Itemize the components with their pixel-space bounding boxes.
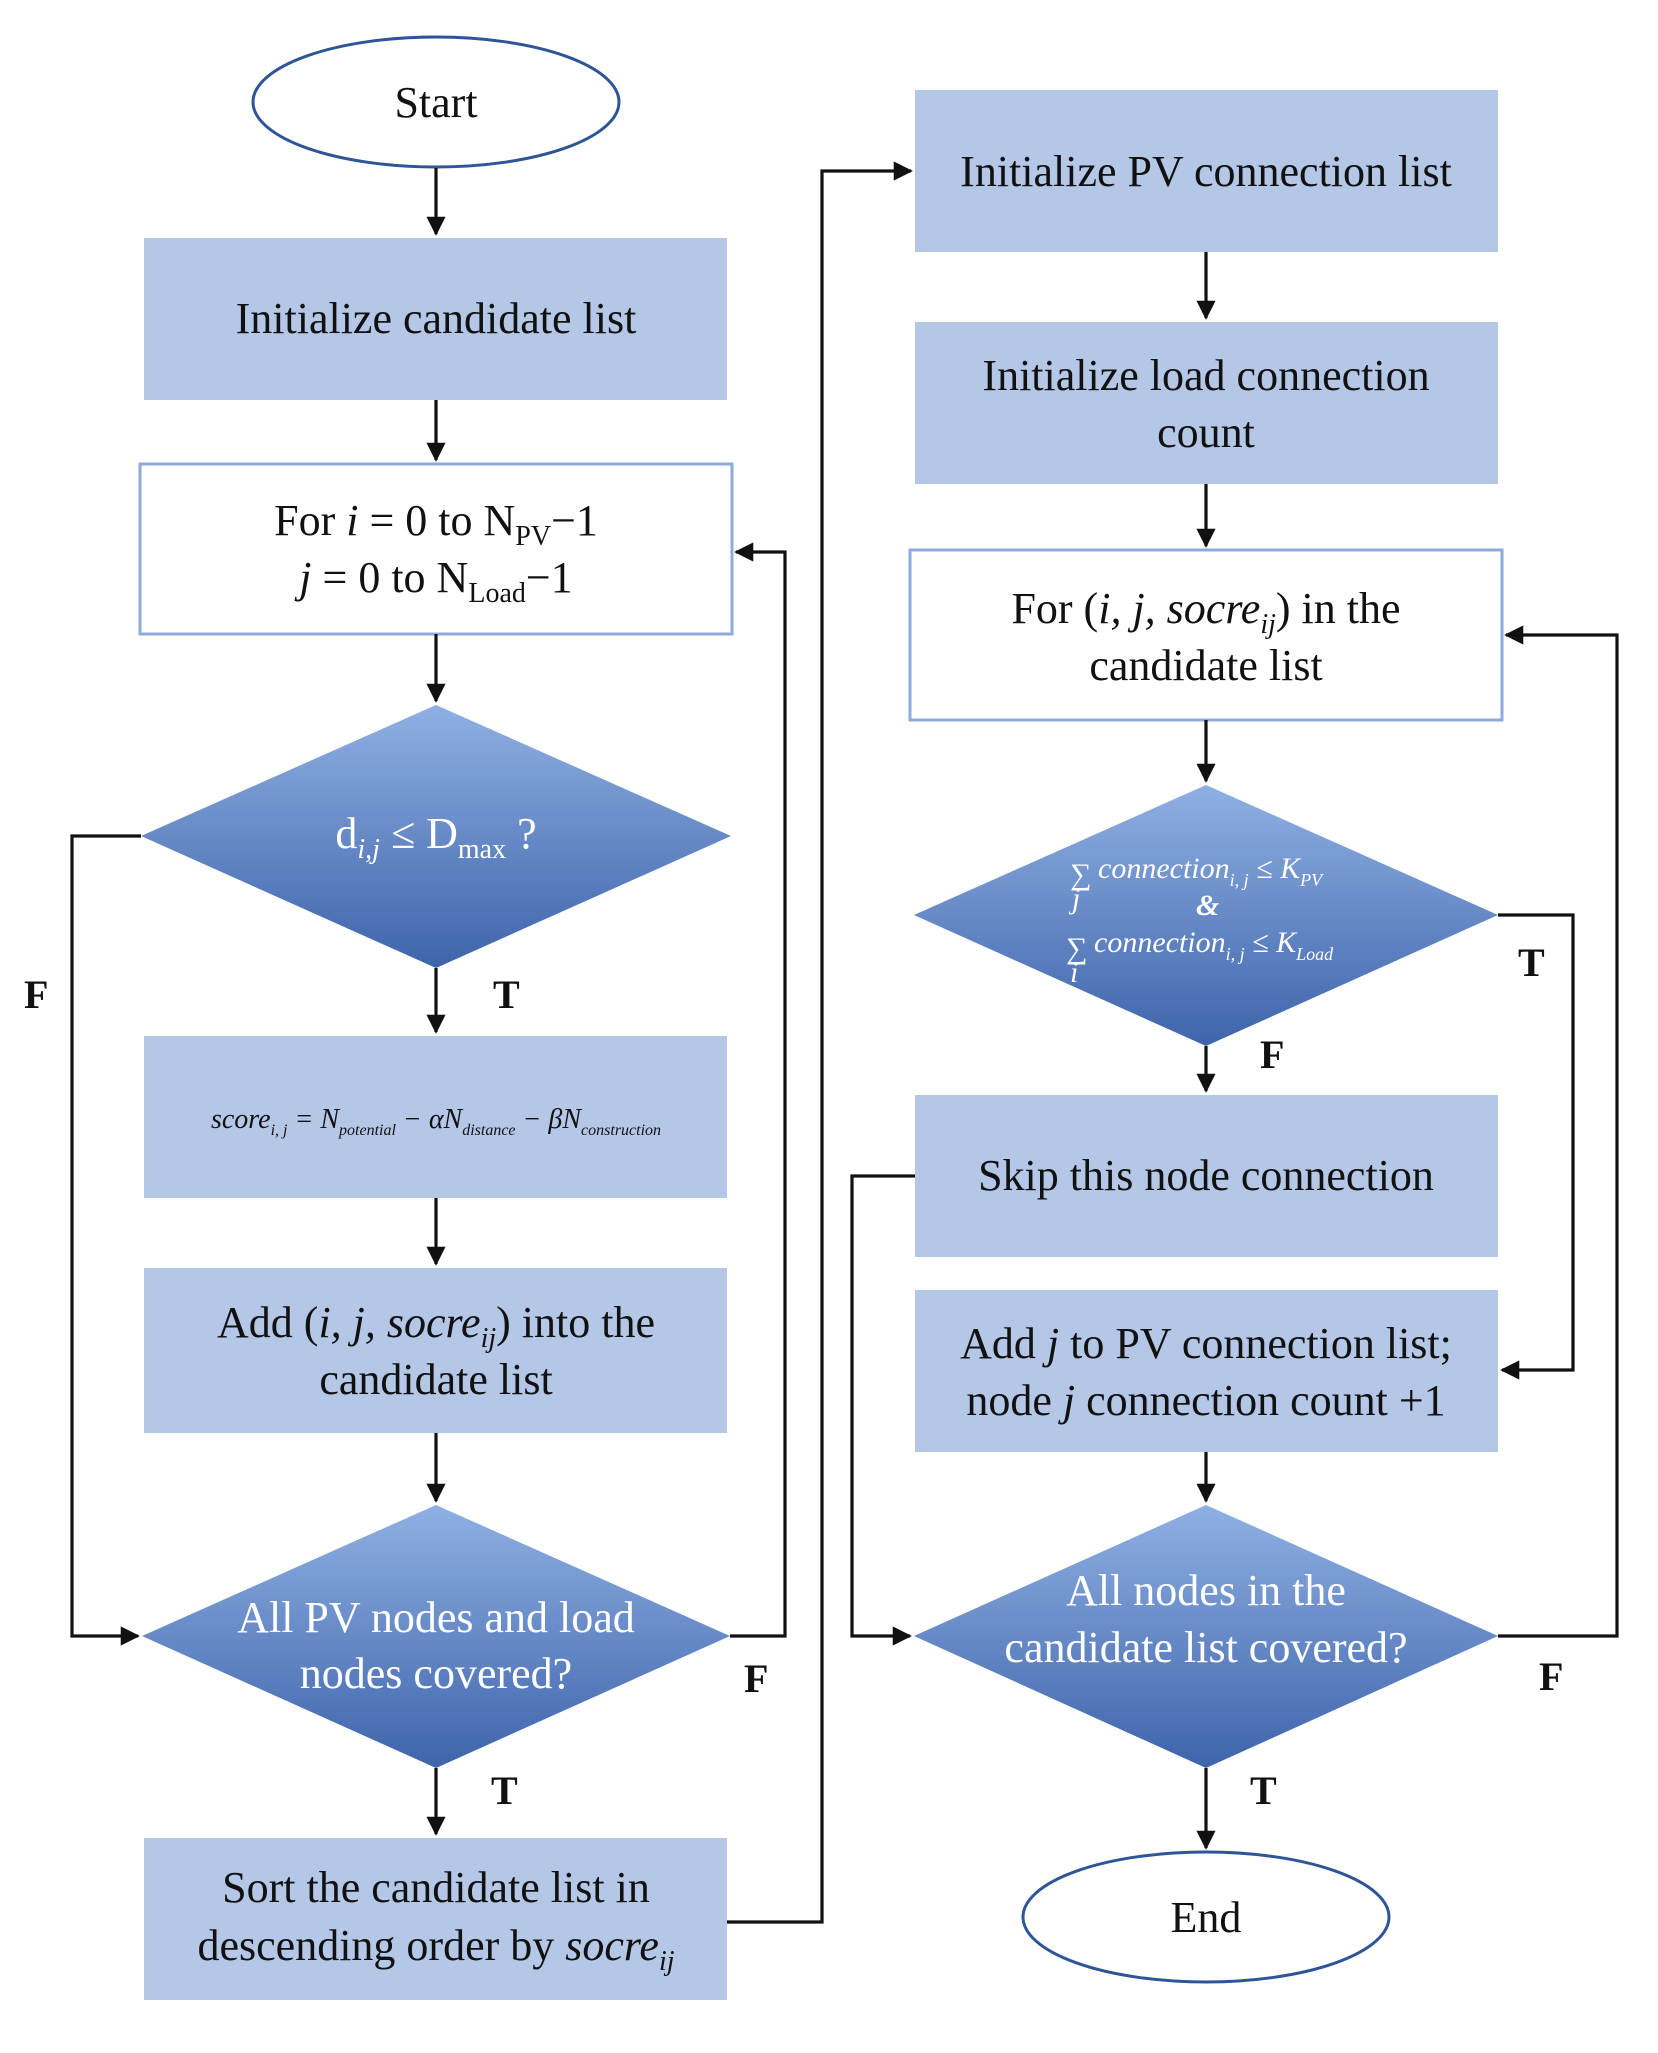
sort-line1: Sort the candidate list in xyxy=(222,1863,650,1912)
constraint-decision: ∑ connectioni, j ≤ KPV j & ∑ connectioni… xyxy=(914,785,1498,1046)
connectors xyxy=(70,161,1619,1924)
init-candidate-label: Initialize candidate list xyxy=(236,294,637,343)
init-load-line1: Initialize load connection xyxy=(982,351,1429,400)
for-loop-line1: For i = 0 to NPV−1 xyxy=(274,496,598,552)
branch-flags: F T F T T F F T xyxy=(24,940,1563,1813)
all-covered-1-line1: All PV nodes and load xyxy=(237,1593,635,1642)
flag-covered2-false: F xyxy=(1539,1654,1563,1699)
for-candidate-box: For (i, j, socreij) in the candidate lis… xyxy=(908,548,1504,722)
sort-box: Sort the candidate list in descending or… xyxy=(144,1838,727,2000)
for-loop-line2: j = 0 to NLoad−1 xyxy=(294,553,572,609)
add-candidate-line1: Add (i, j, socreij) into the xyxy=(217,1298,655,1354)
init-load-box: Initialize load connection count xyxy=(915,322,1498,484)
all-covered-decision-1: All PV nodes and load nodes covered? xyxy=(142,1505,730,1768)
edge-dist-false xyxy=(70,834,141,1646)
edge-skip-covered2 xyxy=(850,1174,915,1646)
constraint-index-1: j xyxy=(1068,882,1080,915)
all-covered-1-line2: nodes covered? xyxy=(300,1649,572,1698)
init-load-line2: count xyxy=(1157,408,1255,457)
start-label: Start xyxy=(394,78,477,127)
edge-covered1-false xyxy=(730,542,787,1638)
edge-covered2-false xyxy=(1498,625,1619,1638)
init-candidate-box: Initialize candidate list xyxy=(144,238,727,400)
flag-dist-true: T xyxy=(493,972,520,1017)
init-pv-label: Initialize PV connection list xyxy=(960,147,1452,196)
init-pv-box: Initialize PV connection list xyxy=(915,90,1498,252)
skip-label: Skip this node connection xyxy=(978,1151,1434,1200)
constraint-index-2: i xyxy=(1070,956,1078,989)
skip-box: Skip this node connection xyxy=(915,1095,1498,1257)
for-candidate-line2: candidate list xyxy=(1089,641,1322,690)
sum-symbol-2: ∑ xyxy=(1066,932,1087,965)
add-candidate-line2: candidate list xyxy=(319,1355,552,1404)
for-candidate-line1: For (i, j, socreij) in the xyxy=(1011,584,1400,640)
end-terminal: End xyxy=(1021,1850,1391,1984)
edge-constraint-true xyxy=(1498,913,1575,1380)
add-j-box: Add j to PV connection list; node j conn… xyxy=(915,1290,1498,1452)
constraint-line2: connectioni, j ≤ KLoad xyxy=(1094,926,1334,964)
flag-covered2-true: T xyxy=(1250,1768,1277,1813)
flag-dist-false: F xyxy=(24,972,48,1017)
flag-covered1-false: F xyxy=(744,1656,768,1701)
distance-decision: di,j ≤ Dmax ? xyxy=(141,705,731,968)
score-formula: scorei, j = Npotential − αNdistance − βN… xyxy=(211,1104,661,1139)
constraint-amp: & xyxy=(1196,889,1219,922)
constraint-line1: connectioni, j ≤ KPV xyxy=(1098,852,1324,890)
sum-symbol-1: ∑ xyxy=(1070,858,1091,891)
flag-constraint-true: T xyxy=(1518,940,1545,985)
score-box: scorei, j = Npotential − αNdistance − βN… xyxy=(144,1036,727,1198)
flag-covered1-true: T xyxy=(491,1768,518,1813)
flag-constraint-false: F xyxy=(1260,1032,1284,1077)
add-j-line1: Add j to PV connection list; xyxy=(960,1319,1452,1368)
add-j-line2: node j connection count +1 xyxy=(966,1376,1445,1425)
for-loop-box: For i = 0 to NPV−1 j = 0 to NLoad−1 xyxy=(138,462,734,636)
add-candidate-box: Add (i, j, socreij) into the candidate l… xyxy=(144,1268,727,1433)
edge-sort-initpv xyxy=(727,161,913,1924)
sort-line2: descending order by socreij xyxy=(197,1921,674,1977)
end-label: End xyxy=(1171,1893,1242,1942)
start-terminal: Start xyxy=(251,35,621,169)
all-covered-decision-2: All nodes in the candidate list covered? xyxy=(914,1505,1498,1768)
distance-decision-label: di,j ≤ Dmax ? xyxy=(335,809,536,865)
all-covered-2-line1: All nodes in the xyxy=(1066,1566,1346,1615)
all-covered-2-line2: candidate list covered? xyxy=(1004,1623,1407,1672)
